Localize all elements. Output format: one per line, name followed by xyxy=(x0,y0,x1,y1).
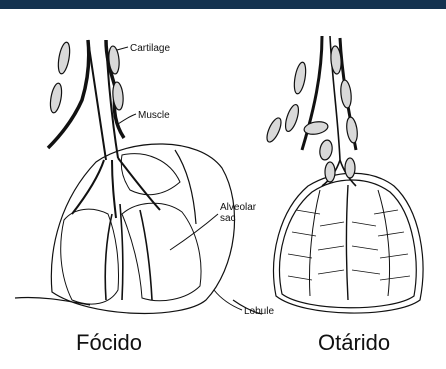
muscle-label: Muscle xyxy=(138,110,170,121)
lobule-label: Lobule xyxy=(244,306,274,317)
phocid-lobule-outline xyxy=(51,144,234,313)
otariid-caption: Otárido xyxy=(318,330,390,355)
otariid-airway xyxy=(264,36,423,313)
alveolar-sac-label-line1: Alveolar xyxy=(220,202,257,213)
phocid-caption: Fócido xyxy=(76,330,142,355)
cartilage-leader-line xyxy=(117,47,128,50)
alveolar-leader-line xyxy=(170,214,218,250)
cartilage-label: Cartilage xyxy=(130,43,170,54)
muscle-leader-line xyxy=(118,114,136,124)
lobule-leader-line xyxy=(214,290,242,310)
phocid-airway xyxy=(15,40,262,314)
alveolar-sac-label-line2: sac xyxy=(220,213,236,224)
